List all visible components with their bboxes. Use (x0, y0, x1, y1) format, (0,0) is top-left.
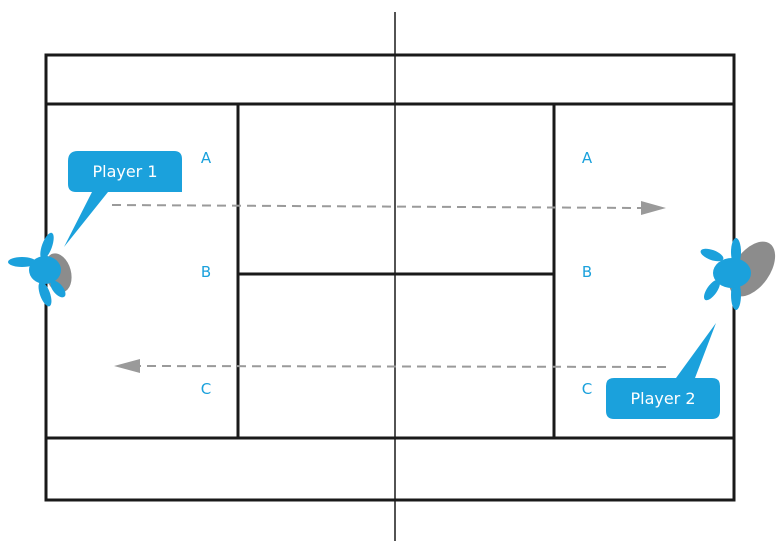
position-label-left-b: B (201, 263, 211, 281)
player2-figure-icon (700, 238, 776, 310)
player1-label: Player 1 (92, 162, 157, 181)
player2-callout: Player 2 (606, 323, 720, 419)
player1-figure-icon (8, 232, 72, 307)
position-label-right-a: A (582, 149, 593, 167)
arrow-left-icon (114, 359, 667, 373)
player2-label: Player 2 (630, 389, 695, 408)
position-label-right-c: C (582, 380, 592, 398)
court-outer (44, 53, 736, 502)
position-label-left-c: C (201, 380, 211, 398)
arrow-right-icon (111, 201, 666, 215)
position-label-left-a: A (201, 149, 212, 167)
position-label-right-b: B (582, 263, 592, 281)
player1-callout: Player 1 (64, 151, 182, 247)
